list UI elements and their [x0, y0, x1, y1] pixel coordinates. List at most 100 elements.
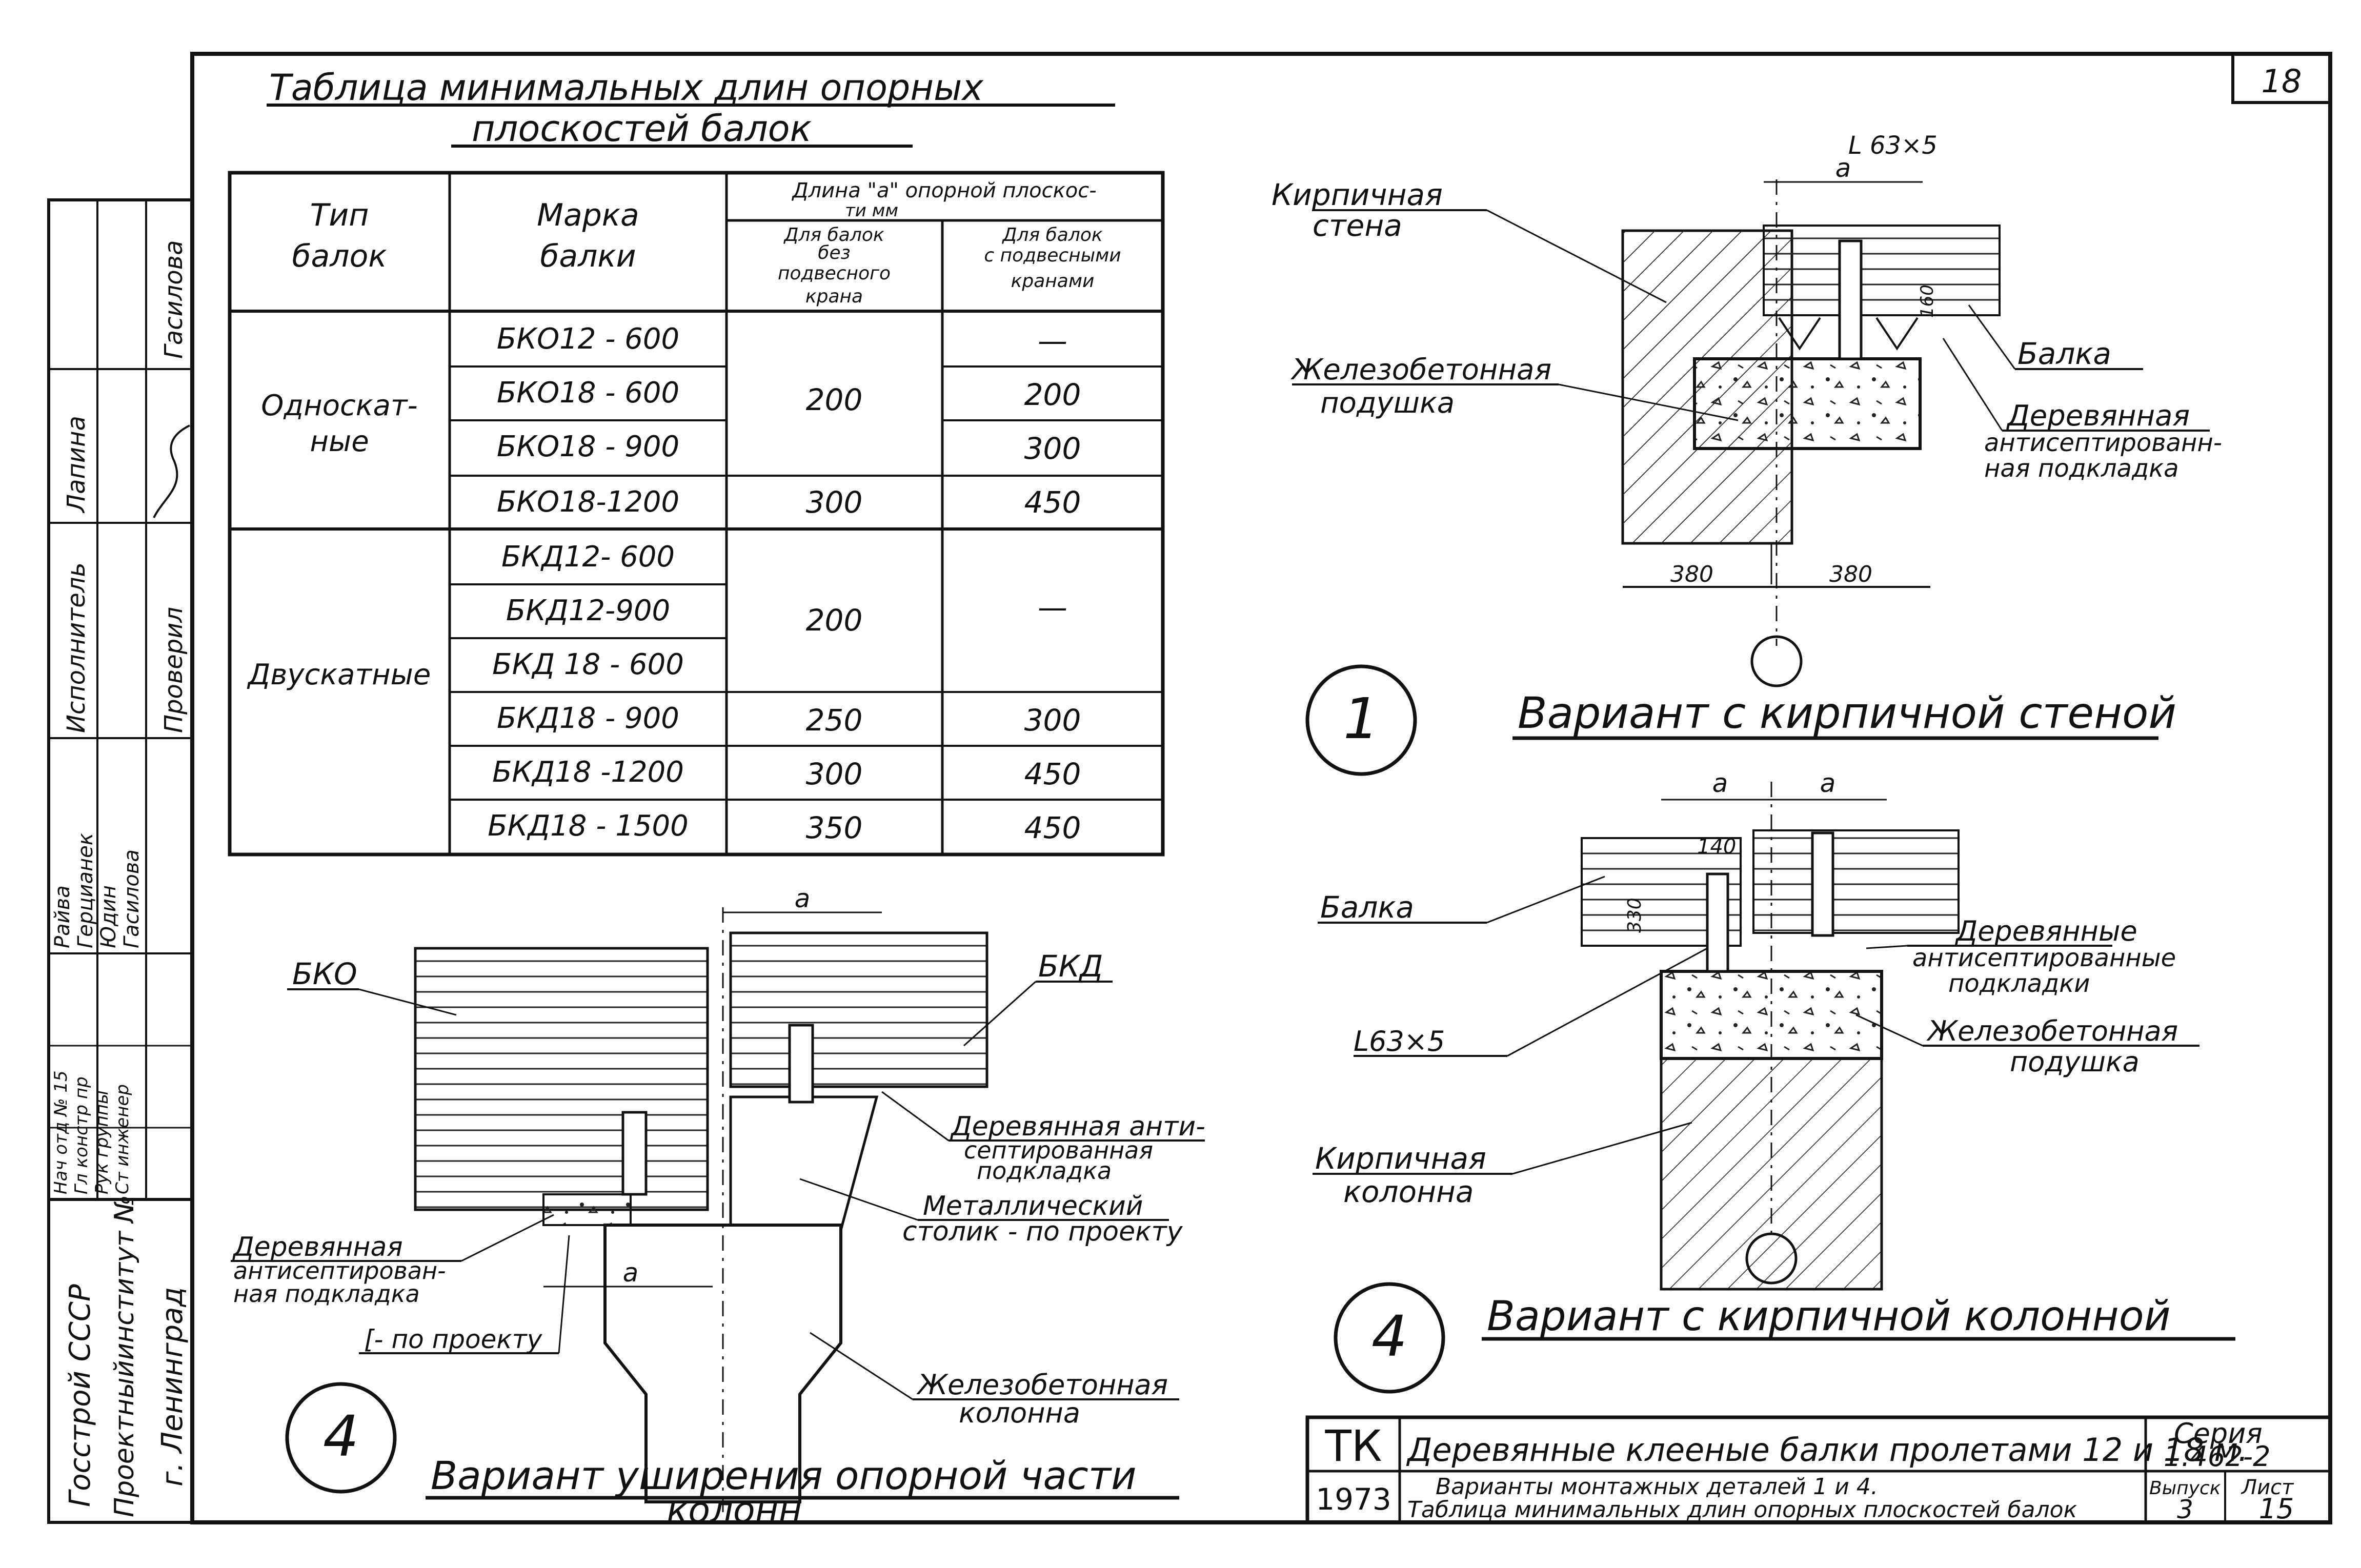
wood-shim-left: [542, 1193, 632, 1226]
stamp-checked: Проверил: [159, 607, 188, 733]
stamp-role-1: Нач отд № 15: [51, 1070, 71, 1194]
v4c-dim-330: 330: [1624, 898, 1645, 933]
v4e-rc-col-2: колонна: [959, 1397, 1080, 1429]
stamp-name-3: Юдин: [97, 885, 120, 948]
stamp-org1: Госстрой СССР: [64, 1284, 97, 1507]
v1-wood-3: ная подкладка: [1984, 454, 2179, 483]
v4c-col-1: Кирпичная: [1315, 1141, 1486, 1176]
table-title-line1: Таблица минимальных длин опорных: [269, 67, 983, 109]
v4e-wood-r1: Деревянная анти-: [950, 1111, 1205, 1142]
axis-marker: [1750, 635, 1803, 687]
table-value-without: 200: [806, 603, 863, 638]
v4e-wood-l3: ная подкладка: [233, 1280, 420, 1308]
steel-angle: [1838, 239, 1863, 360]
left-stamp: Госстрой СССР Проектныйинститут № г. Лен…: [47, 198, 194, 1524]
v1-brick-wall-2: стена: [1313, 208, 1402, 243]
stamp-checked-name: Гасилова: [159, 240, 188, 359]
table-row-mark: БКД12- 600: [501, 540, 675, 574]
rc-column: [603, 1224, 842, 1503]
v4c-pad-1: Железобетонная: [1926, 1015, 2178, 1047]
v4e-bkd: БКД: [1038, 949, 1103, 984]
head-without-1: Для балок: [783, 225, 884, 246]
table-value-with: 200: [1024, 377, 1081, 412]
table-row-mark: БКО18 - 900: [497, 430, 679, 463]
v4e-channel: [- по проекту: [364, 1325, 543, 1354]
rc-pad: [1693, 357, 1922, 450]
table-value-with: 450: [1024, 757, 1081, 791]
beam-bko: [414, 947, 709, 1211]
head-mark-1: Марка: [537, 197, 639, 233]
metal-bracket: [729, 1095, 879, 1232]
head-with-2: с подвесными: [984, 245, 1121, 266]
steel-angle-right: [1811, 831, 1834, 937]
tb-sheet-value: 15: [2259, 1493, 2294, 1525]
table-value-with: —: [1038, 323, 1067, 358]
variant-1-brick-wall: a L 63×5 160 380 380 Кирпичная стена Жел…: [1272, 131, 2222, 776]
signature-mark: [153, 424, 190, 518]
v4e-circle: [285, 1382, 397, 1494]
v4c-wood-3: подкладки: [1948, 969, 2090, 998]
stamp-org3: г. Ленинград: [156, 1287, 189, 1486]
beam-section-right: [1752, 829, 1960, 934]
v4e-wood-r3: подкладка: [977, 1157, 1112, 1185]
v4c-dim-a1: a: [1712, 768, 1728, 798]
wood-shim: [1778, 317, 1919, 351]
head-type-1: Тип: [310, 197, 369, 233]
v4e-wood-l1: Деревянная: [232, 1232, 403, 1262]
v4c-angle: L63×5: [1354, 1025, 1445, 1057]
stamp-executor: Исполнитель: [62, 562, 91, 733]
v1-wood-1: Деревянная: [2006, 399, 2190, 433]
table-row-mark: БКД18 - 900: [497, 702, 679, 735]
table-row-mark: БКО12 - 600: [497, 322, 679, 356]
table-row-mark: БКД18 - 1500: [488, 809, 689, 843]
v1-wood-2: антисептированн-: [1984, 429, 2222, 457]
table-value-without: 350: [806, 810, 863, 845]
group-single-slope-2: ные: [310, 425, 369, 458]
v4c-wood-1: Деревянные: [1955, 915, 2137, 947]
table-row-mark: БКО18-1200: [497, 485, 679, 519]
tb-issue-label: Выпуск: [2149, 1478, 2221, 1499]
table-value-without: 200: [806, 382, 863, 417]
table-row-mark: БКО18 - 600: [497, 376, 679, 410]
table-value-with: 450: [1024, 485, 1081, 520]
head-with-1: Для балок: [1001, 225, 1103, 246]
v4e-bko: БКО: [292, 956, 357, 991]
head-length-2: ти мм: [845, 200, 898, 221]
title-block: ТК 1973 Деревянные клееные балки пролета…: [1305, 1415, 2332, 1525]
tb-year: 1973: [1316, 1482, 1391, 1517]
table-row-mark: БКД18 -1200: [492, 756, 684, 789]
stamp-name-1: Райва: [51, 885, 74, 948]
v4e-dim-a-top: a: [795, 884, 811, 913]
v1-dim-380-right: 380: [1829, 561, 1872, 587]
sheet-number: 18: [2262, 63, 2302, 100]
steel-angle-right: [788, 1024, 814, 1104]
table-title-line2: плоскостей балок: [472, 108, 812, 150]
brick-column: [1660, 1057, 1883, 1291]
head-length-1: Длина "а" опорной плоскос-: [791, 179, 1096, 202]
v4c-col-2: колонна: [1343, 1174, 1474, 1209]
stamp-name-2: Герцианек: [74, 833, 97, 948]
v1-pad-1: Железобетонная: [1290, 353, 1551, 386]
v1-dim-a: a: [1835, 153, 1851, 183]
table-value-with: 300: [1024, 703, 1081, 738]
tb-sheet-label: Лист: [2241, 1476, 2294, 1499]
v4e-metal-2: столик - по проекту: [902, 1216, 1183, 1247]
min-length-table: Таблица минимальных длин опорных плоскос…: [228, 67, 1165, 857]
v4e-circle-num: 4: [323, 1403, 359, 1469]
v4c-dim-140: 140: [1697, 835, 1736, 859]
v4c-caption: Вариант с кирпичной колонной: [1487, 1292, 2171, 1340]
tb-subtitle-1: Варианты монтажных деталей 1 и 4.: [1436, 1474, 1878, 1500]
v4c-circle-num: 4: [1371, 1304, 1407, 1369]
head-type-2: балок: [292, 238, 387, 274]
v4e-metal-1: Металлический: [923, 1191, 1143, 1221]
sheet-number-box: [2231, 52, 2332, 104]
table-value-without: 300: [806, 757, 863, 791]
head-without-4: крана: [805, 286, 863, 307]
head-with-3: кранами: [1011, 271, 1095, 292]
table-value-without: 250: [806, 703, 863, 738]
variant-4-brick-column: a a 140 330 Балка Деревянные антисептиро…: [1313, 768, 2235, 1394]
stamp-role-4: Ст инженер: [112, 1084, 133, 1194]
v4c-circle: [1334, 1282, 1445, 1394]
axis-marker: [1745, 1232, 1798, 1285]
